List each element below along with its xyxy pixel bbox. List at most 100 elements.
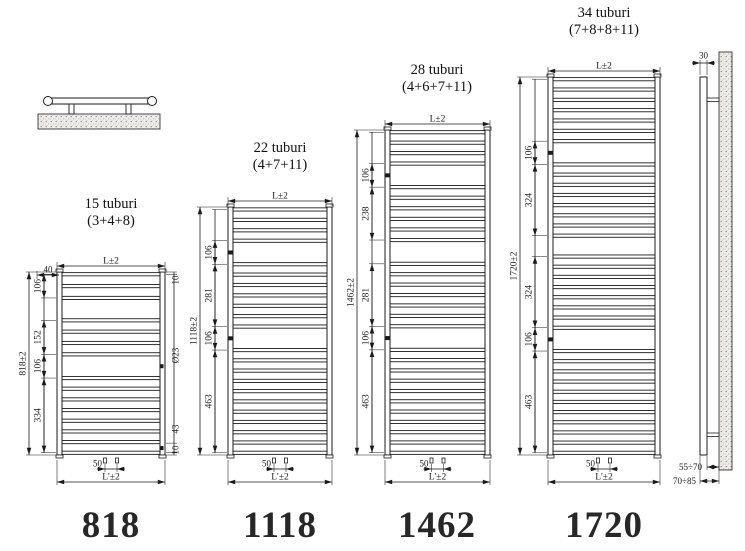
wall-bracket-mark xyxy=(228,250,233,255)
dim-label: 106 xyxy=(362,331,372,346)
tube xyxy=(231,282,329,288)
dim-label: 324 xyxy=(525,193,535,208)
wall-bracket-mark xyxy=(385,173,390,178)
wall-bracket-mark xyxy=(228,336,233,341)
rail-end-plug xyxy=(325,454,334,459)
tube xyxy=(388,409,487,414)
tube xyxy=(551,139,657,144)
tube xyxy=(551,359,657,364)
tube xyxy=(231,324,329,329)
model-number-1118: 1118 xyxy=(243,505,317,546)
tube xyxy=(551,192,657,198)
dim-label: 10 xyxy=(171,275,181,285)
collector-rail xyxy=(484,129,491,456)
tube xyxy=(551,325,657,330)
tube xyxy=(60,340,162,346)
tube-grouping-label: (4+6+7+11) xyxy=(402,79,472,95)
tube xyxy=(388,261,487,266)
wall-bracket-mark xyxy=(385,336,390,341)
tube xyxy=(231,238,329,243)
collector-rail xyxy=(384,129,391,456)
tube xyxy=(231,450,329,455)
wall-bracket xyxy=(125,103,132,115)
tube xyxy=(388,313,487,318)
tube xyxy=(551,162,657,167)
tube xyxy=(388,282,487,287)
dim-label: 463 xyxy=(362,394,372,409)
tube-count-label: 28 tuburi xyxy=(410,62,464,78)
tube xyxy=(60,408,162,413)
connection-stub xyxy=(284,457,288,464)
tube xyxy=(551,389,657,394)
tube xyxy=(388,368,487,373)
dim-label: 463 xyxy=(205,394,215,409)
dim-label: 1720±2 xyxy=(510,251,520,280)
tube-top-view xyxy=(49,97,151,105)
tube xyxy=(388,430,487,435)
rail-end-plug xyxy=(546,73,555,78)
tube xyxy=(388,151,487,156)
tube xyxy=(60,318,162,323)
rail-end-plug xyxy=(546,454,555,459)
dim-label: L'±2 xyxy=(271,473,289,483)
tube xyxy=(231,207,329,212)
tube xyxy=(551,172,657,177)
collector-rail xyxy=(227,206,234,456)
dim-label: 30 xyxy=(699,51,709,61)
tube xyxy=(551,274,657,279)
tube xyxy=(60,284,162,289)
dim-label: 50 xyxy=(586,459,596,469)
connection-stub xyxy=(429,457,434,464)
rail-end-plug xyxy=(226,203,235,208)
dim-label: 106 xyxy=(362,168,372,183)
radiator-1118-title: 22 tuburi (4+7+11) xyxy=(253,140,307,174)
wall-bracket-mark xyxy=(548,337,553,342)
collector-rail xyxy=(56,271,63,456)
tube xyxy=(231,419,329,425)
tube xyxy=(551,430,657,435)
tube xyxy=(388,399,487,404)
tube xyxy=(388,185,487,190)
collector-rail xyxy=(654,76,661,456)
rail-end-plug xyxy=(383,454,392,459)
tube xyxy=(551,410,657,415)
tube xyxy=(231,399,329,404)
dim-label: 40 xyxy=(44,265,54,275)
tube xyxy=(551,108,657,113)
dim-label: 281 xyxy=(362,288,372,303)
tube xyxy=(388,347,487,352)
tube xyxy=(551,223,657,228)
tube xyxy=(60,375,162,381)
tube xyxy=(551,203,657,208)
dim-label: 50 xyxy=(93,459,103,469)
tube xyxy=(388,303,487,308)
dim-label: 106 xyxy=(34,279,44,294)
rail-end-plug xyxy=(383,126,392,131)
model-number-818: 818 xyxy=(81,505,141,546)
tube xyxy=(231,272,329,277)
tube xyxy=(231,440,329,445)
tube xyxy=(60,352,162,357)
tube xyxy=(231,262,329,267)
tube xyxy=(231,228,329,233)
collector-end-cap xyxy=(147,96,157,106)
dim-label: 50 xyxy=(420,459,430,469)
tube xyxy=(388,130,487,135)
dim-label: L'±2 xyxy=(595,473,613,483)
dim-label: 818±2 xyxy=(19,351,29,375)
connection-stub xyxy=(441,457,446,464)
model-number-1720: 1720 xyxy=(565,505,643,546)
bracket-arm xyxy=(706,432,720,437)
tube xyxy=(231,389,329,394)
dim-label: Ø23 xyxy=(171,347,181,363)
tube xyxy=(551,233,657,238)
tube xyxy=(388,161,487,166)
connection-stub xyxy=(115,457,119,464)
dim-label: 10 xyxy=(171,445,181,455)
tube xyxy=(60,440,162,445)
tube xyxy=(551,295,657,300)
